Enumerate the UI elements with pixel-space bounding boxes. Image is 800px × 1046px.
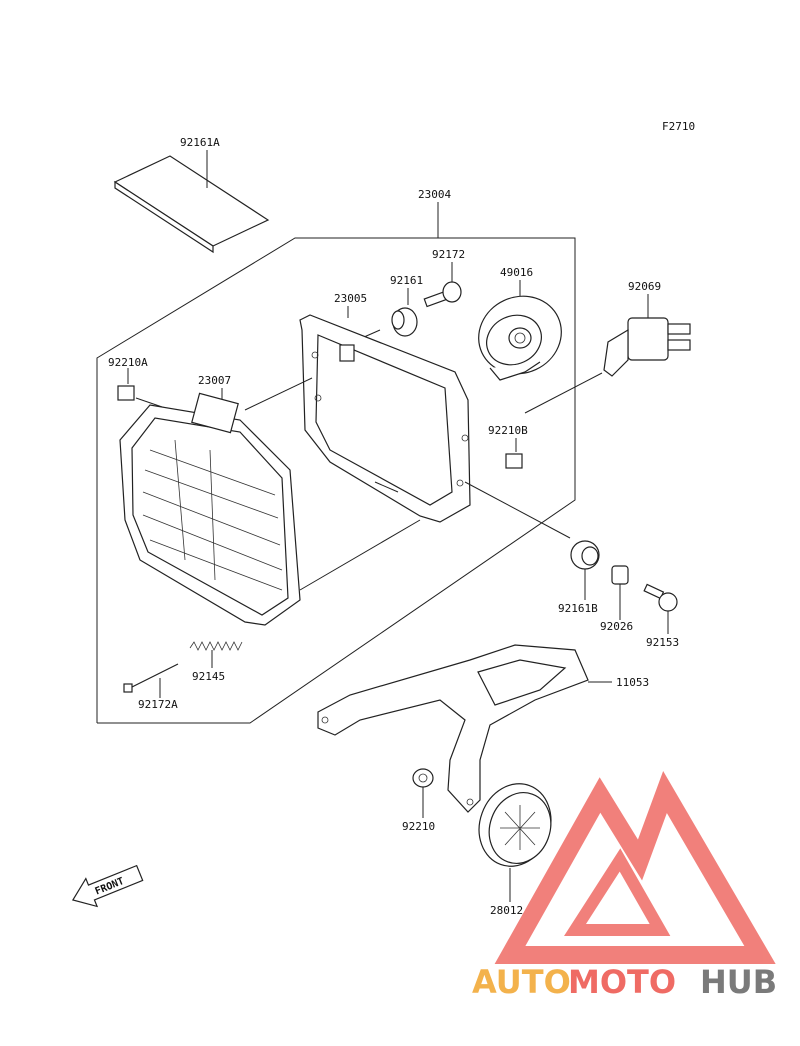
watermark-text: AUTO MOTO HUB	[472, 963, 777, 1001]
label-92172a: 92172A	[138, 698, 178, 711]
bolt-92153	[643, 583, 678, 634]
spring-92145	[189, 641, 243, 668]
label-23005: 23005	[334, 292, 367, 305]
label-92145: 92145	[192, 670, 225, 683]
label-49016: 49016	[500, 266, 533, 279]
nut-92210	[412, 768, 434, 818]
label-92026: 92026	[600, 620, 633, 633]
watermark-moto: MOTO	[568, 963, 676, 1001]
label-92172: 92172	[432, 248, 465, 261]
nut-92210b	[505, 438, 523, 469]
bracket-11053	[317, 644, 612, 813]
label-23007: 23007	[198, 374, 231, 387]
label-11053: 11053	[616, 676, 649, 689]
watermark-hub: HUB	[700, 963, 777, 1001]
collar-92026	[611, 565, 629, 620]
assembly-outline-23004	[96, 202, 576, 724]
label-92153: 92153	[646, 636, 679, 649]
mount-line	[464, 481, 571, 539]
watermark-auto: AUTO	[472, 963, 571, 1001]
watermark-logo	[494, 770, 776, 964]
bolt-92172	[423, 262, 462, 308]
label-92210a: 92210A	[108, 356, 148, 369]
headlight-unit-23007	[119, 377, 421, 626]
frame-23005	[299, 306, 471, 523]
label-23004: 23004	[418, 188, 451, 201]
screw-92172a	[123, 663, 179, 698]
label-92069: 92069	[628, 280, 661, 293]
label-92161b: 92161B	[558, 602, 598, 615]
socket-cover-49016	[478, 280, 562, 381]
pad-92161a	[113, 150, 270, 254]
label-92210: 92210	[402, 820, 435, 833]
label-92161a: 92161A	[180, 136, 220, 149]
bulb-92069	[524, 294, 691, 414]
front-arrow: FRONT	[71, 864, 144, 908]
figure-code: F2710	[662, 120, 695, 133]
label-92161: 92161	[390, 274, 423, 287]
cap-28012	[478, 783, 552, 902]
label-28012: 28012	[490, 904, 523, 917]
grommet-92161b	[570, 540, 600, 600]
label-92210b: 92210B	[488, 424, 528, 437]
